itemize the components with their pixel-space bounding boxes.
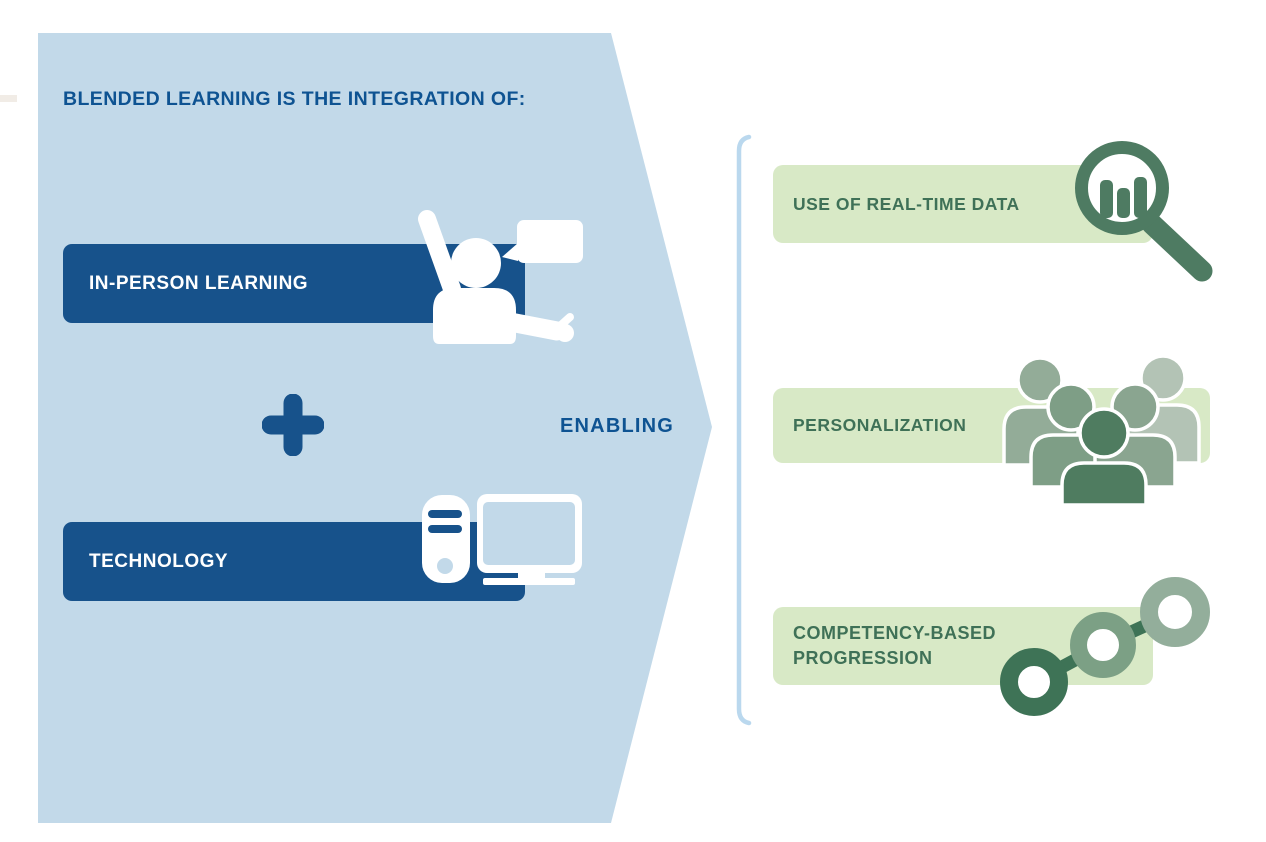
real-time-data-label: USE OF REAL-TIME DATA — [793, 193, 1020, 214]
page-title: BLENDED LEARNING IS THE INTEGRATION OF: — [63, 88, 526, 110]
divider-bracket-line — [736, 134, 752, 726]
stray-print-line — [0, 95, 17, 102]
technology-label: TECHNOLOGY — [89, 550, 229, 572]
magnifier-bar-chart-icon — [1075, 141, 1213, 282]
person-raising-hand-icon — [418, 210, 583, 344]
linked-rings-progression-icon — [1000, 577, 1210, 716]
people-group-icon — [1002, 354, 1201, 505]
competency-progression-label: COMPETENCY-BASED PROGRESSION — [793, 623, 997, 668]
plus-icon — [262, 394, 324, 456]
in-person-learning-label: IN-PERSON LEARNING — [89, 272, 309, 294]
desktop-computer-icon — [422, 494, 582, 585]
personalization-label: PERSONALIZATION — [793, 415, 967, 435]
enabling-label: ENABLING — [560, 415, 675, 437]
